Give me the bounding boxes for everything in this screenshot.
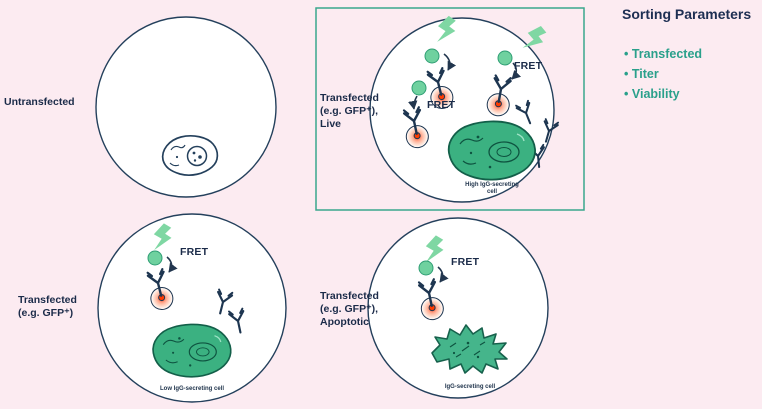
fluorophore-dot — [411, 80, 427, 96]
fret-label: FRET — [180, 246, 209, 258]
sorting-parameters-title: Sorting Parameters — [622, 6, 752, 22]
label-line: Transfected — [18, 294, 77, 306]
label-transfected-live: Transfected (e.g. GFP⁺), Live — [320, 92, 379, 131]
untransfected-cell — [161, 134, 219, 177]
circle-transfected — [97, 213, 287, 403]
caption-line: cell — [486, 189, 497, 195]
cell-caption-apoptotic: IgG-secreting cell — [444, 384, 496, 390]
high-igg-secreting-cell — [447, 120, 536, 181]
sorting-parameters-panel: Sorting Parameters Transfected Titer Via… — [622, 6, 760, 104]
highlight-box — [315, 7, 585, 211]
circle-untransfected — [95, 16, 277, 198]
sorting-parameter-viability: Viability — [624, 84, 760, 104]
caption-line: High IgG-secreting — [465, 182, 519, 188]
fret-label: FRET — [451, 256, 480, 268]
label-line: (e.g. GFP⁺), — [320, 105, 379, 117]
fret-transfer-arrow — [511, 62, 522, 80]
fluorophore-dot — [147, 250, 163, 266]
fret-transfer-arrow — [407, 95, 418, 110]
circle-transfected-apoptotic — [367, 217, 549, 399]
label-line: Transfected — [320, 92, 379, 104]
label-line: Live — [320, 118, 342, 130]
label-line: (e.g. GFP⁺), — [320, 303, 379, 315]
sorting-parameter-transfected: Transfected — [624, 44, 760, 64]
label-transfected: Transfected (e.g. GFP⁺) — [18, 294, 77, 320]
apoptotic-cell — [431, 324, 508, 374]
fret-label: FRET — [514, 60, 543, 72]
label-untransfected: Untransfected — [4, 96, 75, 108]
fret-transfer-arrow — [166, 256, 178, 273]
fret-transfer-arrow — [437, 266, 449, 283]
cell-caption-high: High IgG-secreting cell — [432, 182, 552, 196]
fluorophore-dot — [497, 50, 513, 66]
label-line: (e.g. GFP⁺) — [18, 307, 74, 319]
cell-caption-low: Low IgG-secreting cell — [159, 386, 224, 392]
label-line: Transfected — [320, 290, 379, 302]
low-igg-secreting-cell — [152, 323, 232, 378]
label-transfected-apoptotic: Transfected (e.g. GFP⁺), Apoptotic — [320, 290, 379, 329]
fluorophore-dot — [424, 48, 440, 64]
sorting-parameters-list: Transfected Titer Viability — [624, 44, 760, 104]
fluorophore-dot — [418, 260, 434, 276]
sorting-parameter-titer: Titer — [624, 64, 760, 84]
fret-label: FRET — [427, 99, 456, 111]
label-line: Apoptotic — [320, 316, 369, 328]
fret-transfer-arrow — [443, 53, 457, 71]
